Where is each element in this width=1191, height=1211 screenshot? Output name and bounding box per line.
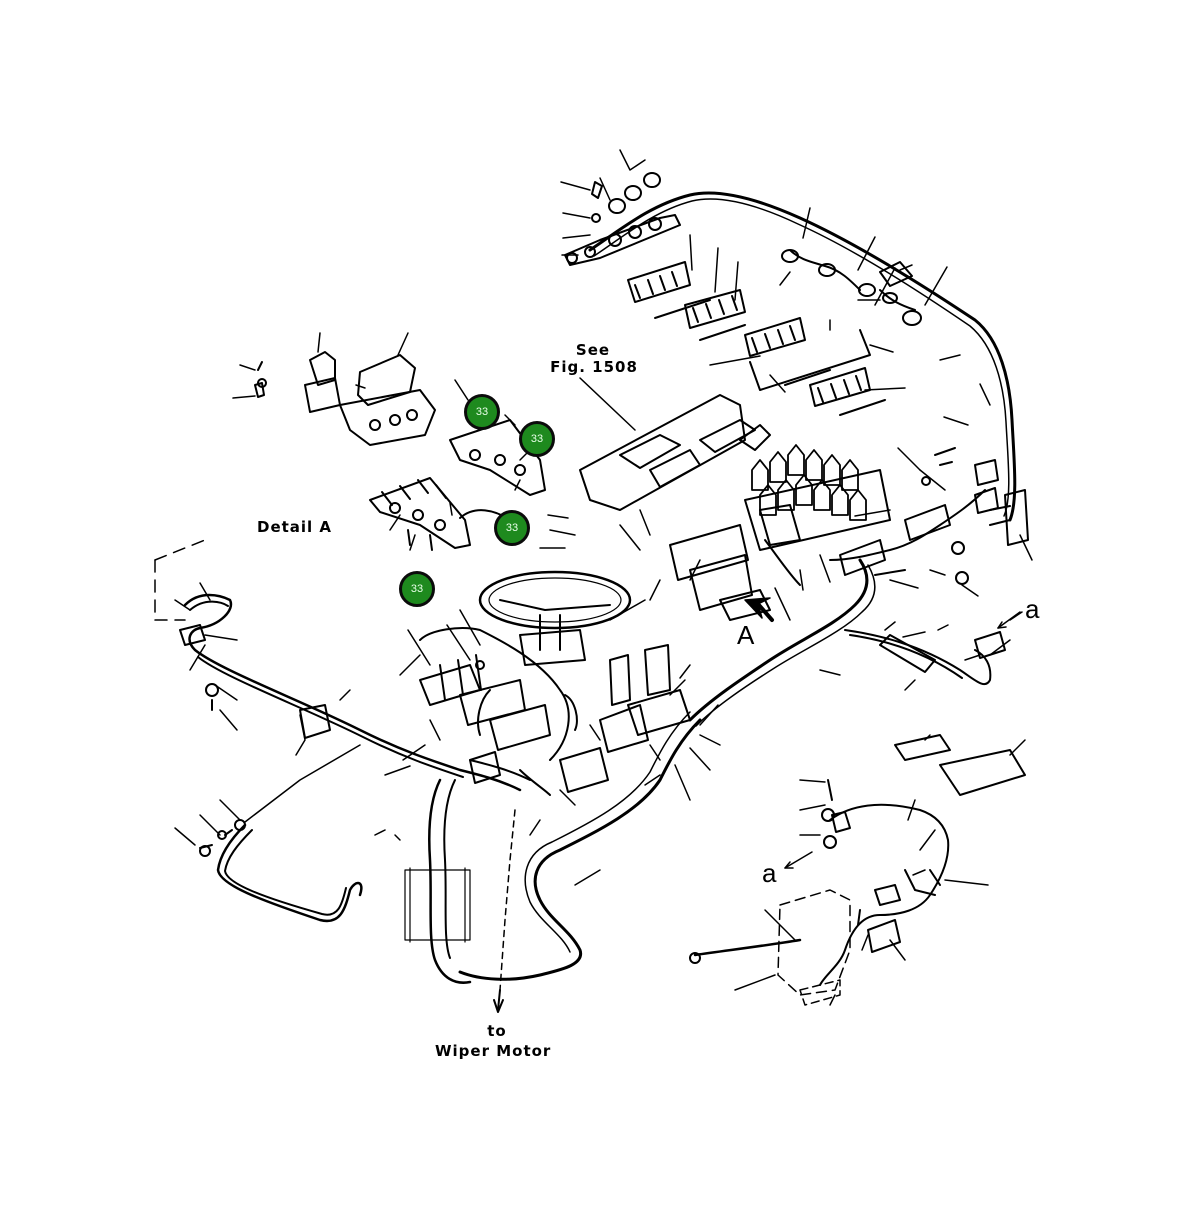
trunk-harness <box>404 558 1006 984</box>
part-callout[interactable]: 33 <box>464 394 500 430</box>
a-marker-arrows <box>784 611 1021 869</box>
to-label: to <box>487 1022 507 1040</box>
part-callout[interactable]: 33 <box>519 421 555 457</box>
wiper-motor-label: Wiper Motor <box>435 1042 552 1060</box>
right-connectors <box>829 447 1029 585</box>
leader-lines <box>174 149 1033 1006</box>
part-callout[interactable]: 33 <box>399 571 435 607</box>
lower-right-detail <box>689 734 1026 1006</box>
overhead-harness <box>588 191 1017 522</box>
see-reference-line1: See <box>575 341 611 359</box>
left-harness <box>154 539 522 792</box>
relay-box <box>579 394 891 621</box>
wiper-cable <box>493 809 516 1013</box>
detail-a-label: Detail A <box>257 518 333 536</box>
upper-left-switches <box>254 351 546 496</box>
marker-a-right: a <box>1025 594 1040 624</box>
lower-left-bar <box>199 819 363 923</box>
detail-a-block <box>369 477 511 551</box>
part-callout[interactable]: 33 <box>494 510 530 546</box>
console-switches <box>419 627 691 796</box>
view-a-arrow <box>744 597 774 622</box>
steering-wheel <box>478 570 632 666</box>
view-a-label: A <box>737 620 755 650</box>
see-reference-line2: Fig. 1508 <box>550 358 638 376</box>
marker-a-lower: a <box>762 858 777 888</box>
top-connectors <box>564 172 886 416</box>
